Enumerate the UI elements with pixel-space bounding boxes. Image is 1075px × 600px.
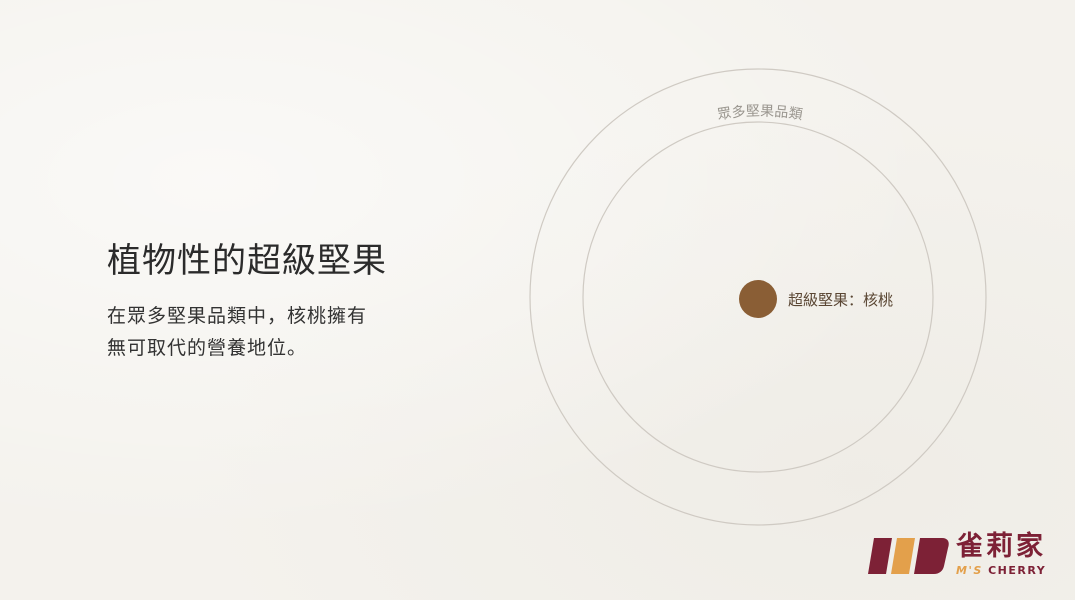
brand-mark-stripe-1 bbox=[868, 538, 892, 574]
outer-ring bbox=[529, 68, 987, 526]
body-line-1: 在眾多堅果品類中，核桃擁有 bbox=[107, 305, 368, 327]
brand-name-en-prefix: M'S bbox=[956, 564, 983, 577]
inner-ring bbox=[582, 121, 934, 473]
brand-mark-stripe-3 bbox=[914, 538, 949, 574]
brand-logo: 雀莉家 M'S CHERRY bbox=[866, 532, 1056, 580]
brand-mark-stripe-2 bbox=[891, 538, 915, 574]
center-label: 超級堅果：核桃 bbox=[788, 291, 893, 309]
body-line-2: 無可取代的營養地位。 bbox=[107, 337, 308, 359]
brand-name-cn: 雀莉家 bbox=[956, 531, 1046, 562]
body-copy: 在眾多堅果品類中，核桃擁有 無可取代的營養地位。 bbox=[107, 300, 407, 364]
walnut-center-dot bbox=[739, 280, 777, 318]
headline: 植物性的超級堅果 bbox=[107, 241, 387, 281]
outer-ring-label: 眾多堅果品類 bbox=[716, 103, 803, 123]
brand-mark-icon bbox=[868, 538, 949, 574]
brand-name-en-suffix: CHERRY bbox=[988, 564, 1047, 577]
outer-ring-label-path: 眾多堅果品類 bbox=[716, 103, 803, 123]
brand-name-en: M'S CHERRY bbox=[956, 565, 1046, 577]
